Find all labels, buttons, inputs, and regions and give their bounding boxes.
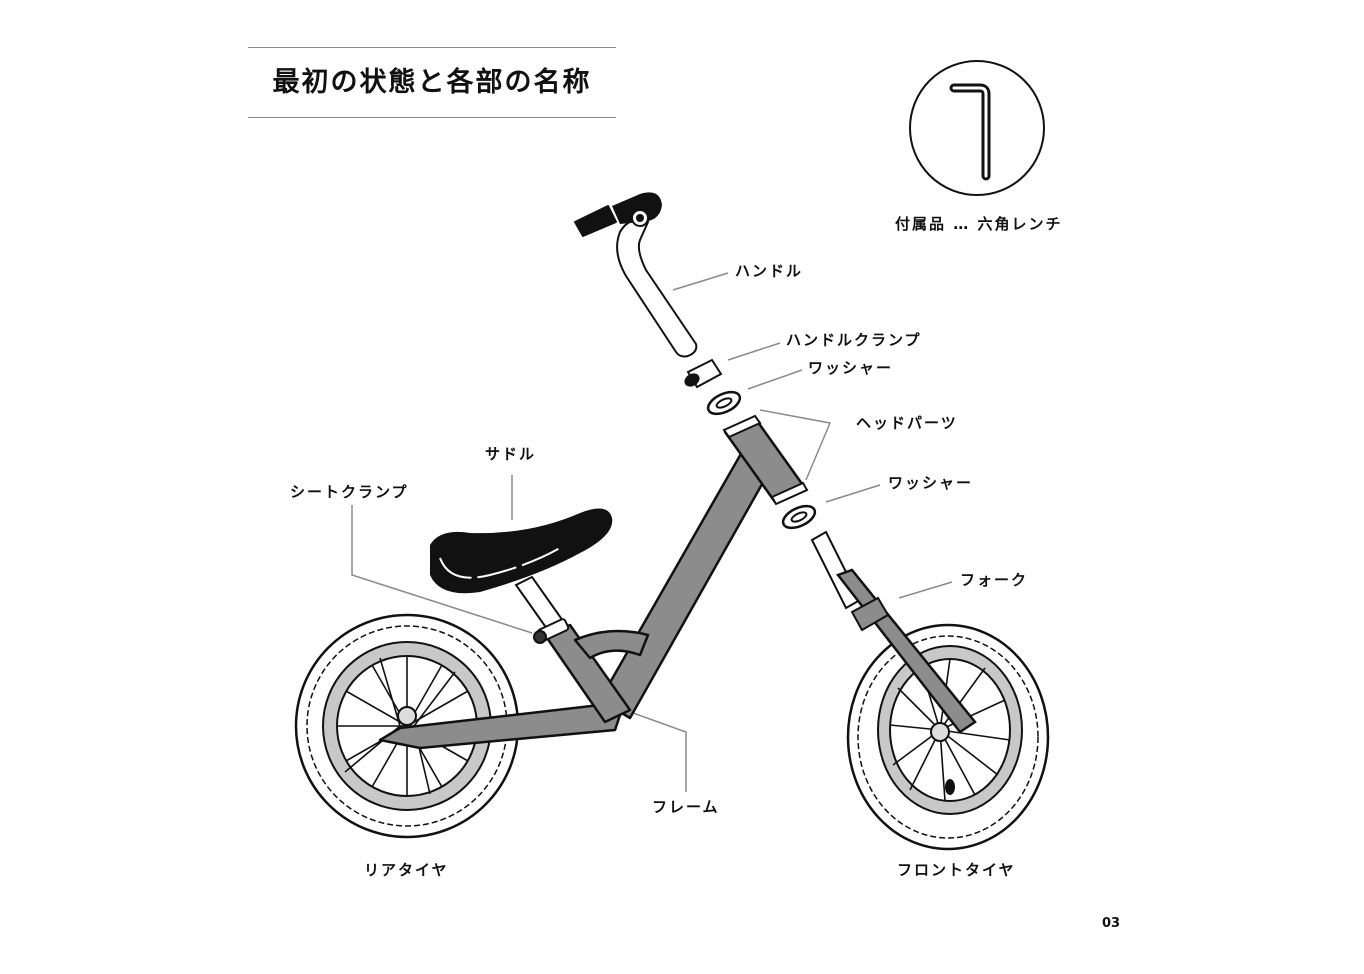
saddle bbox=[430, 508, 613, 594]
title-rule-top bbox=[248, 47, 616, 48]
label-frame: フレーム bbox=[652, 798, 720, 816]
fork bbox=[810, 530, 977, 734]
washer-bottom bbox=[781, 504, 817, 530]
label-handle: ハンドル bbox=[735, 262, 804, 280]
page-title: 最初の状態と各部の名称 bbox=[272, 67, 592, 98]
label-rear-tire: リアタイヤ bbox=[364, 861, 449, 879]
label-washer-top: ワッシャー bbox=[808, 359, 894, 377]
leader-lines bbox=[351, 272, 953, 792]
label-front-tire: フロントタイヤ bbox=[897, 861, 1016, 879]
label-washer-bottom: ワッシャー bbox=[888, 474, 974, 492]
label-handle-clamp: ハンドルクランプ bbox=[786, 331, 922, 349]
label-head-parts: ヘッドパーツ bbox=[856, 414, 958, 432]
accessory-label: 付属品 … 六角レンチ bbox=[895, 215, 1063, 233]
page-number: 03 bbox=[1102, 916, 1121, 931]
label-seat-clamp: シートクランプ bbox=[290, 483, 409, 501]
seatpost bbox=[514, 575, 570, 644]
label-saddle: サドル bbox=[485, 445, 537, 463]
front-wheel bbox=[846, 623, 1050, 851]
label-fork: フォーク bbox=[960, 571, 1029, 589]
handlebar bbox=[574, 192, 698, 358]
washer-top bbox=[706, 390, 742, 416]
hex-wrench-icon bbox=[909, 60, 1045, 196]
title-rule-bottom bbox=[248, 117, 616, 118]
head-parts-rings bbox=[722, 414, 809, 506]
frame bbox=[378, 416, 807, 750]
handle-clamp bbox=[684, 358, 723, 389]
